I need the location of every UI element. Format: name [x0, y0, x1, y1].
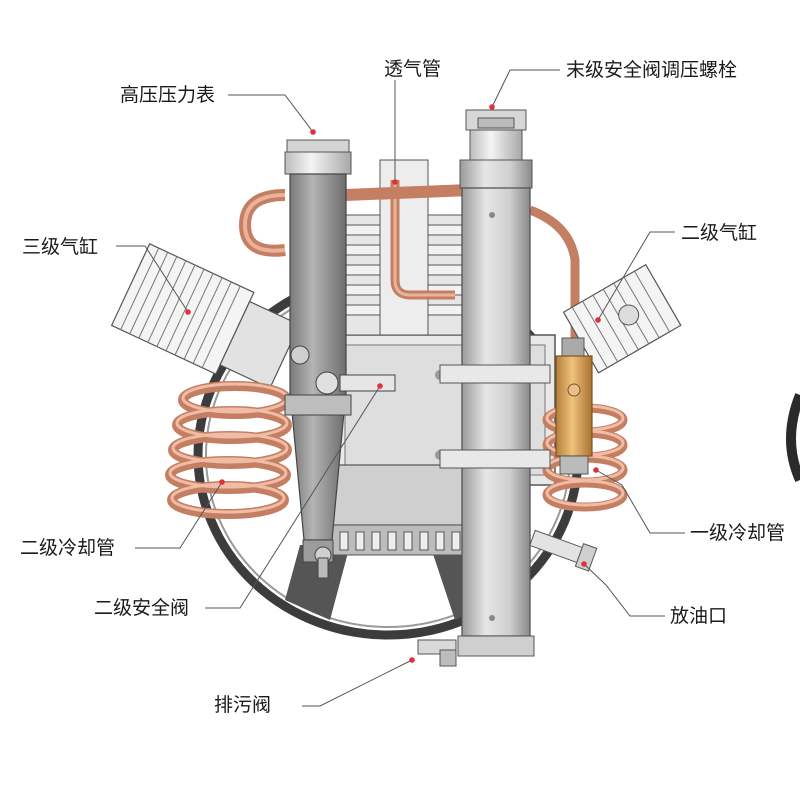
label-second-stage-cooling-pipe: 二级冷却管: [20, 537, 116, 559]
label-first-stage-cooling-pipe: 一级冷却管: [690, 522, 786, 544]
label-final-safety-valve-bolt: 末级安全阀调压螺栓: [566, 59, 738, 81]
third-stage-cylinder: [110, 243, 301, 390]
high-pressure-gauge: [284, 139, 352, 175]
upper-fins: [344, 159, 466, 336]
second-stage-cylinder: [562, 263, 682, 374]
left-separator-column: [284, 173, 396, 563]
oil-drain-fitting: [529, 529, 598, 572]
label-oil-drain-port: 放油口: [670, 605, 728, 627]
label-third-stage-cylinder: 三级气缸: [22, 236, 99, 258]
second-stage-valve-handle: [314, 546, 332, 579]
final-stage-tank: [439, 109, 551, 657]
copper-pipe-right: [528, 205, 580, 340]
leader-lines: [116, 69, 685, 707]
blowdown-fitting: [417, 639, 457, 667]
label-second-stage-safety-valve: 二级安全阀: [94, 597, 190, 619]
brass-valve: [555, 337, 593, 475]
label-breather-pipe: 透气管: [384, 58, 442, 80]
label-high-pressure-gauge: 高压压力表: [120, 84, 216, 106]
edge-wheel: [786, 393, 800, 483]
label-second-stage-cylinder: 二级气缸: [681, 222, 758, 244]
label-markers: [185, 104, 601, 663]
label-blowdown-valve: 排污阀: [214, 694, 272, 716]
